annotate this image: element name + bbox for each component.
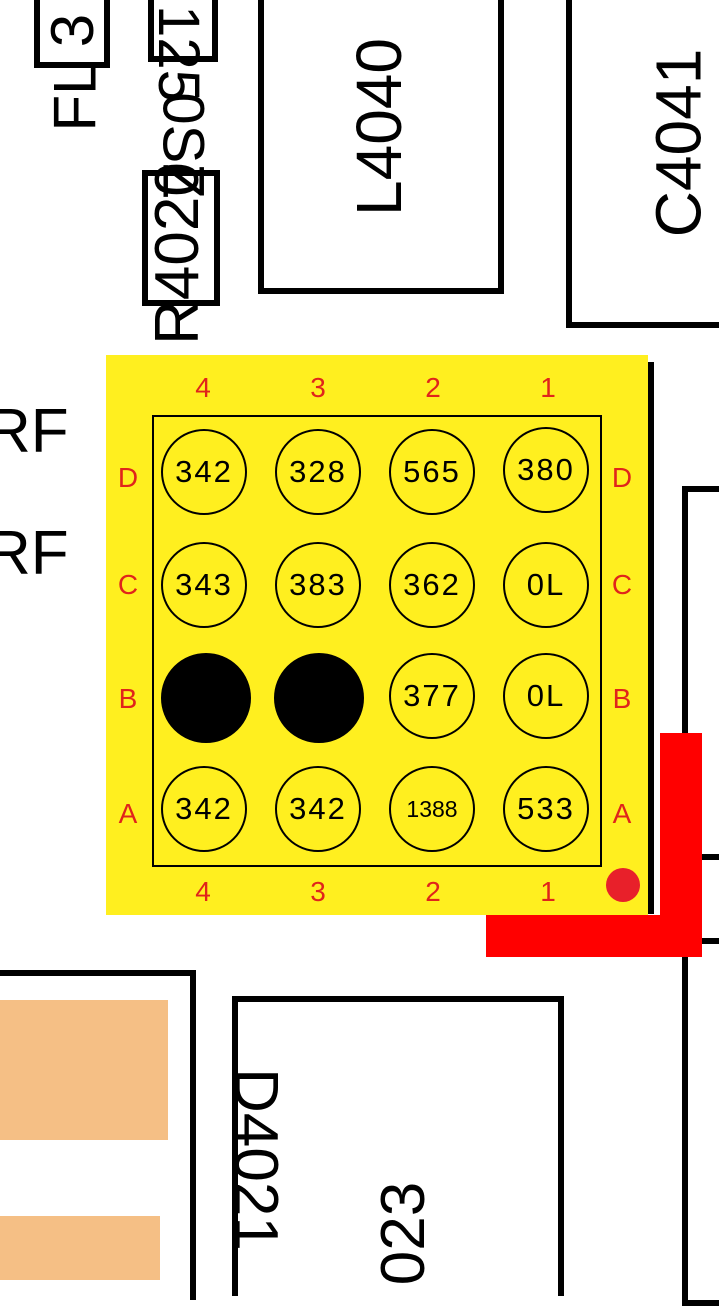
d4021-box — [232, 996, 564, 1296]
row-label-right-a: A — [612, 798, 632, 829]
pad-c1: 0L — [503, 542, 589, 628]
d023-label: 023 — [369, 1181, 439, 1286]
col-label-bottom-3: 3 — [310, 876, 326, 907]
col-label-bottom-4: 4 — [195, 876, 211, 907]
col-label-top-4: 4 — [195, 372, 211, 403]
pad-c4: 343 — [161, 542, 247, 628]
c-component-box — [148, 0, 218, 62]
col-label-bottom-2: 2 — [425, 876, 441, 907]
l4040-box — [258, 0, 504, 294]
d4021-label: D4021 — [220, 1068, 290, 1251]
chip-edge — [648, 362, 654, 914]
col-label-top-1: 1 — [540, 372, 556, 403]
pad-a4: 342 — [161, 766, 247, 852]
pad-b2: 377 — [389, 653, 475, 739]
rf-label-1: RF — [0, 397, 69, 466]
bottom-left-component-box — [0, 970, 196, 1300]
rf-label-2: RF — [0, 519, 69, 588]
fl-component-box — [34, 0, 110, 68]
pad-b1: 0L — [503, 653, 589, 739]
col-label-top-3: 3 — [310, 372, 326, 403]
pad-b3-filled — [274, 653, 364, 743]
pin1-dot — [606, 868, 640, 902]
col-label-top-2: 2 — [425, 372, 441, 403]
r4020-box — [142, 170, 220, 306]
tan-pad-1 — [0, 1000, 168, 1140]
row-label-right-b: B — [612, 683, 632, 714]
pad-d2: 565 — [389, 429, 475, 515]
pad-a1: 533 — [503, 766, 589, 852]
row-label-left-a: A — [118, 798, 138, 829]
chip-pad-frame — [152, 415, 602, 867]
c4041-box — [566, 0, 719, 328]
col-label-bottom-1: 1 — [540, 876, 556, 907]
pad-c3: 383 — [275, 542, 361, 628]
right-divider-2 — [700, 938, 719, 944]
fl-label: FL — [41, 61, 109, 132]
pad-d1: 380 — [503, 427, 589, 513]
l4040-label: L4040 — [342, 38, 415, 216]
tan-pad-2 — [0, 1216, 160, 1280]
pad-d4: 342 — [161, 429, 247, 515]
row-label-right-d: D — [611, 462, 633, 493]
row-label-right-c: C — [611, 569, 633, 600]
pad-b4-filled — [161, 653, 251, 743]
right-divider-1 — [700, 854, 719, 860]
row-label-left-d: D — [117, 462, 139, 493]
row-label-left-b: B — [118, 683, 138, 714]
pad-a2: 1388 — [389, 766, 475, 852]
pad-a3: 342 — [275, 766, 361, 852]
r4020-label: R4020 — [142, 162, 212, 345]
pad-c2: 362 — [389, 542, 475, 628]
pad-d3: 328 — [275, 429, 361, 515]
c4041-label: C4041 — [642, 48, 715, 238]
c-component-label: 125 — [145, 5, 211, 102]
fl-num-label: 3 — [39, 13, 107, 48]
row-label-left-c: C — [117, 569, 139, 600]
pin1-marker-horizontal — [486, 915, 702, 957]
